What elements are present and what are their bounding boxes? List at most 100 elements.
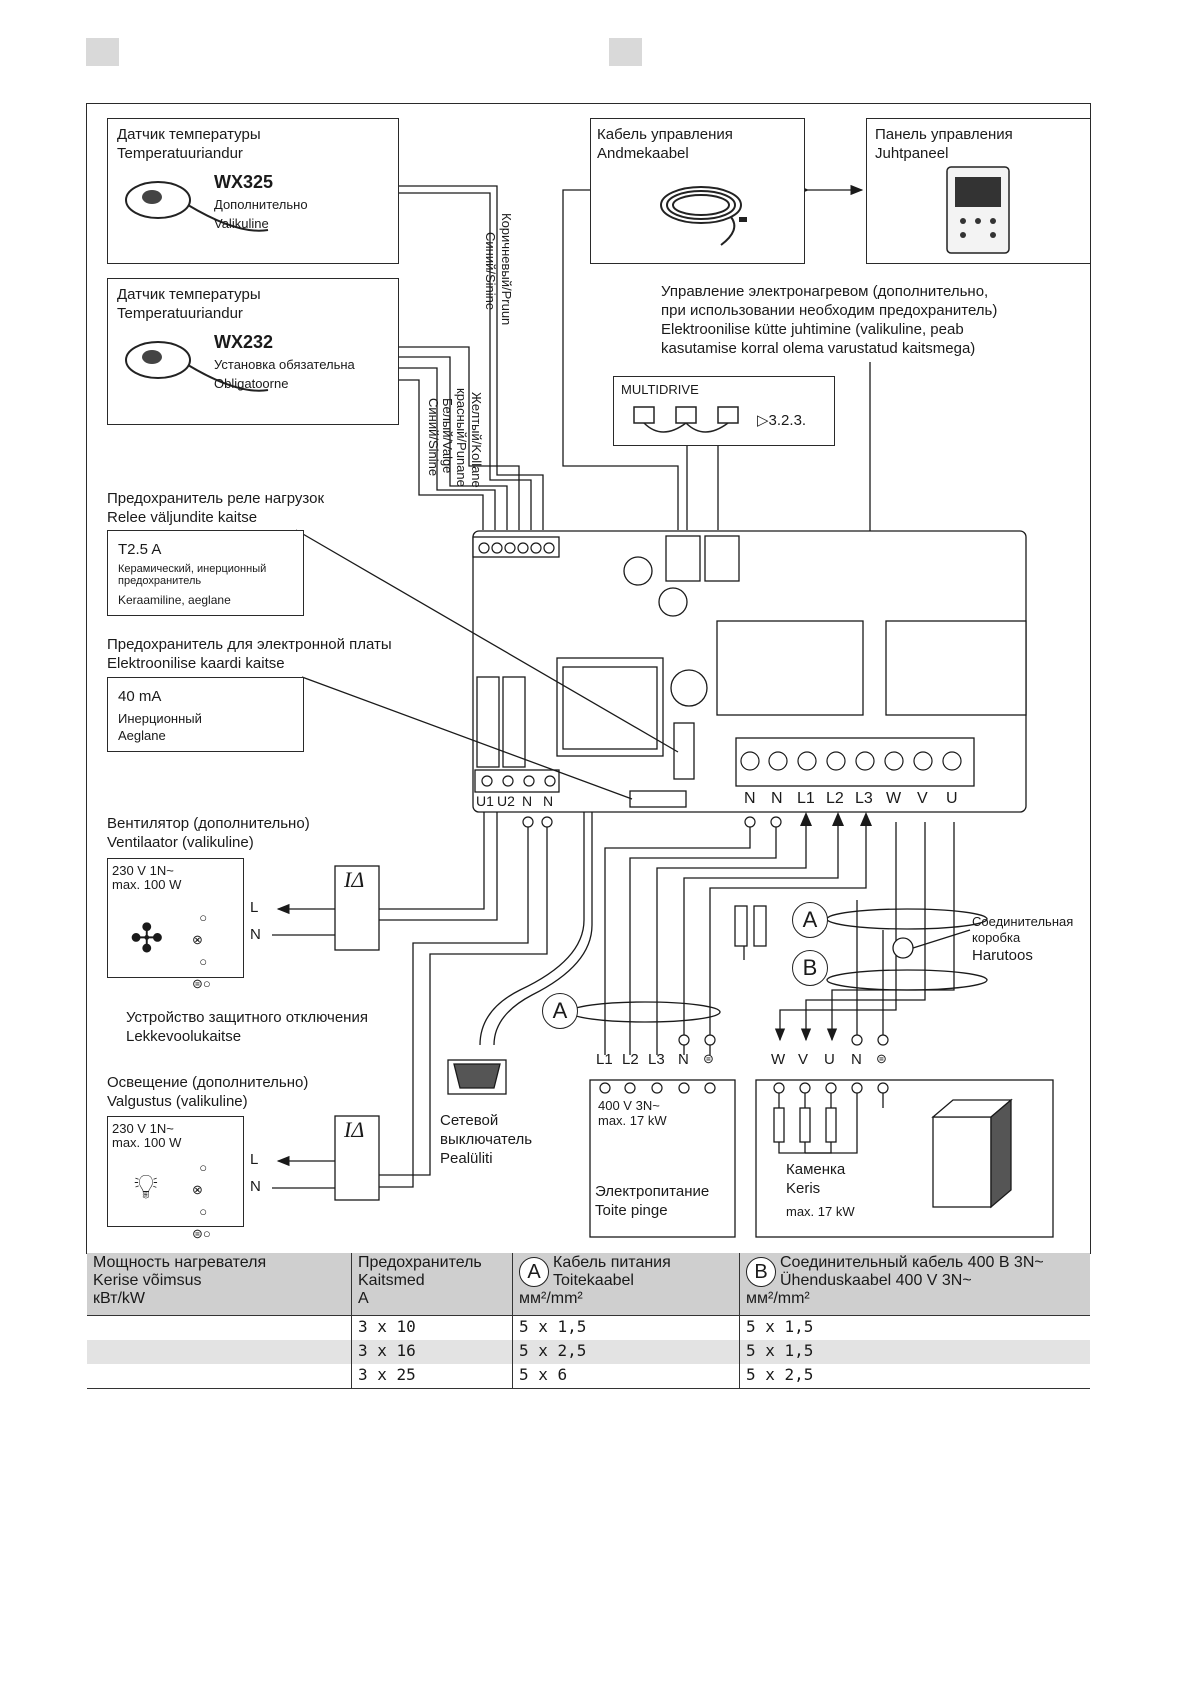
cable-title-ru: Кабель управления — [597, 126, 733, 143]
fan-icon: ✣ — [130, 917, 164, 961]
relay-fuse-box: T2.5 A Керамический, инерционный предохр… — [107, 530, 304, 616]
relay-fuse-desc-1: Керамический, инерционный — [118, 563, 267, 575]
sensor-note-et: Valikuline — [214, 216, 269, 231]
board-fuse-rating: 40 mA — [118, 688, 162, 705]
heater-label-et: Keris — [786, 1180, 821, 1197]
language-tag-left — [86, 38, 119, 66]
header-fuses: Предохранитель Kaitsmed A — [351, 1253, 513, 1316]
terminal-right-l2: L2 — [826, 790, 844, 807]
heater-spec: max. 17 kW — [786, 1204, 855, 1219]
wire-label-red: красный/Punane — [454, 388, 469, 487]
fan-heading-et: Ventilaator (valikuline) — [107, 834, 254, 851]
sensor-model: WX232 — [214, 332, 274, 352]
wire-label-blue2: Синий/Sinine — [426, 398, 441, 477]
light-terminal-n: N — [250, 1178, 261, 1195]
sensor-title-et: Temperatuuriandur — [117, 145, 243, 162]
light-heading-ru: Освещение (дополнительно) — [107, 1074, 309, 1091]
light-heading-et: Valgustus (valikuline) — [107, 1093, 248, 1110]
marker-a-junction: A — [792, 902, 828, 938]
table-row: 3 x 25 5 x 6 5 x 2,5 — [87, 1364, 1090, 1389]
control-panel-icon — [946, 166, 1010, 254]
switch-label-3: Pealüliti — [440, 1150, 493, 1167]
table-row: 3 x 10 5 x 1,5 5 x 1,5 — [87, 1315, 1090, 1340]
supply-term-l1: L1 — [596, 1051, 613, 1068]
relay-fuse-desc-3: Keraamiline, aeglane — [118, 593, 231, 607]
panel-title-et: Juhtpaneel — [875, 145, 949, 162]
light-terminal-l: L — [250, 1151, 259, 1168]
terminal-right-l3: L3 — [855, 790, 873, 807]
fan-terminal-l: L — [250, 899, 259, 916]
cable-coil-icon — [660, 186, 747, 246]
supply-spec-1: 400 V 3N~ — [598, 1098, 660, 1113]
fan-heading-ru: Вентилятор (дополнительно) — [107, 815, 310, 832]
light-bulb-icon: 💡︎ — [134, 1168, 158, 1206]
language-tag-right — [609, 38, 642, 66]
board-fuse-desc-2: Aeglane — [118, 728, 166, 743]
wire-label-white: Белый/Valge — [440, 398, 455, 474]
header-heater-power: Мощность нагревателя Kerise võimsus кВт/… — [87, 1253, 352, 1316]
supply-label-ru: Электропитание — [595, 1183, 710, 1200]
heater-label-ru: Каменка — [786, 1161, 846, 1178]
terminal-right-l1: L1 — [797, 790, 815, 807]
supply-term-n: N — [678, 1051, 689, 1068]
supply-term-l2: L2 — [622, 1051, 639, 1068]
sensor-title-et: Temperatuuriandur — [117, 305, 243, 322]
sensor-wx232-box: Датчик температуры Temperatuuriandur WX2… — [107, 278, 399, 425]
fan-terminal-n: N — [250, 926, 261, 943]
table-header-row: Мощность нагревателя Kerise võimsus кВт/… — [87, 1253, 1090, 1316]
heater-term-n: N — [851, 1051, 862, 1068]
light-terminal-glyphs: ○ ⊗ ○ ⊜○ — [192, 1160, 211, 1241]
relay-fuse-rating: T2.5 A — [118, 541, 162, 558]
terminal-right-u: U — [946, 790, 958, 807]
terminal-left-u2: U2 — [497, 793, 515, 809]
junction-label-2: коробка — [972, 930, 1021, 945]
marker-b-table: B — [746, 1257, 776, 1287]
rcd-label-ru: Устройство защитного отключения — [126, 1009, 368, 1026]
junction-label-1: Соединительная — [972, 914, 1074, 929]
marker-b-junction: B — [792, 950, 828, 986]
terminal-right-w: W — [886, 790, 902, 807]
switch-label-2: выключатель — [440, 1131, 533, 1148]
supply-spec-2: max. 17 kW — [598, 1113, 667, 1128]
cable-title-et: Andmekaabel — [597, 145, 689, 162]
switch-label-1: Сетевой — [440, 1112, 499, 1129]
fan-terminal-glyphs: ○ ⊗ ○ ⊜○ — [192, 910, 211, 991]
sensor-model: WX325 — [214, 172, 274, 192]
multidrive-box: MULTIDRIVE ▷3.2.3. — [613, 376, 835, 446]
terminal-right-n: N — [744, 790, 756, 807]
heater-term-u: U — [824, 1051, 835, 1068]
heater-term-v: V — [798, 1051, 809, 1068]
terminal-left-n2: N — [543, 793, 554, 809]
rcd-label-et: Lekkevoolukaitse — [126, 1028, 242, 1045]
sensor-note-et: Obligatoorne — [214, 376, 289, 391]
board-fuse-desc-1: Инерционный — [118, 711, 202, 726]
relay-fuse-heading-ru: Предохранитель реле нагрузок — [107, 490, 325, 507]
table-row: 3 x 16 5 x 2,5 5 x 1,5 — [87, 1340, 1090, 1364]
sensor-icon — [125, 341, 269, 392]
board-fuse-heading-ru: Предохранитель для электронной платы — [107, 636, 392, 653]
heater-earth-icon: ⊜ — [876, 1051, 887, 1066]
heater-term-w: W — [771, 1051, 786, 1068]
control-panel-box: Панель управления Juhtpaneel — [866, 118, 1091, 264]
electronic-heat-line2: при использовании необходим предохраните… — [661, 302, 998, 319]
multidrive-label: MULTIDRIVE — [621, 382, 699, 397]
marker-a-table: A — [519, 1257, 549, 1287]
terminal-left-n: N — [522, 793, 533, 809]
terminal-right-v: V — [917, 790, 928, 807]
sensor-note-ru: Дополнительно — [214, 197, 308, 212]
wire-label-blue: Синий/Sinine — [483, 232, 498, 311]
light-spec-1: 230 V 1N~ — [112, 1121, 174, 1136]
fan-spec-2: max. 100 W — [112, 877, 182, 892]
relay-fuse-heading-et: Relee väljundite kaitse — [107, 509, 258, 526]
relay-fuse-desc-2: предохранитель — [118, 575, 202, 587]
rcd-symbol-light: IΔ — [344, 1117, 365, 1142]
sensor-wx325-box: Датчик температуры Temperatuuriandur WX3… — [107, 118, 399, 264]
terminal-left-u1: U1 — [476, 793, 494, 809]
multidrive-plugs-icon — [633, 406, 739, 433]
fan-spec-1: 230 V 1N~ — [112, 863, 174, 878]
sensor-icon — [125, 181, 269, 232]
board-fuse-heading-et: Elektroonilise kaardi kaitse — [107, 655, 285, 672]
board-fuse-box: 40 mA Инерционный Aeglane — [107, 677, 304, 752]
